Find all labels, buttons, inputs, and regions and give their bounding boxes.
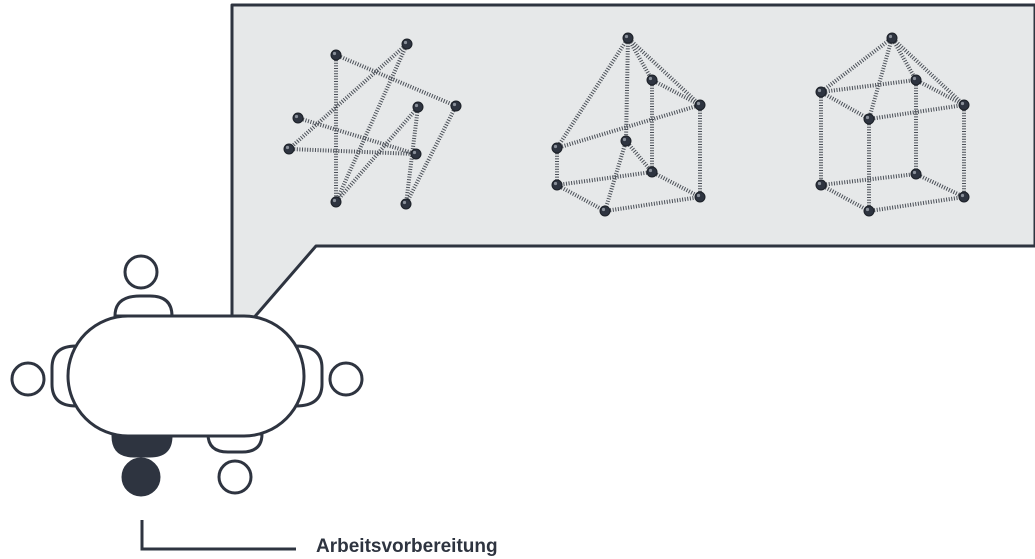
wireframe-node-highlight — [648, 76, 653, 81]
wireframe-node-highlight — [696, 193, 701, 198]
meeting-table-group — [10, 254, 364, 551]
wireframe-edge — [651, 170, 701, 199]
wireframe-edge — [868, 103, 965, 121]
seat-top-chair — [113, 294, 174, 318]
wireframe-node — [410, 148, 422, 160]
seat-highlighted-person-head — [121, 457, 161, 497]
wireframe-node — [401, 38, 413, 50]
wireframe-edge — [335, 53, 457, 108]
wireframe-edge — [868, 195, 965, 213]
wireframe-node-highlight — [294, 114, 299, 119]
wireframe-node-highlight — [696, 101, 701, 106]
caption-leader-line — [140, 520, 296, 551]
wireframe-partial-house — [551, 32, 706, 217]
wireframe-edge — [915, 78, 965, 107]
wireframe-edge — [915, 172, 965, 199]
wireframe-edge — [626, 36, 702, 107]
wireframe-node — [910, 168, 922, 180]
wireframe-node — [863, 205, 875, 217]
wireframe-edge — [820, 172, 917, 187]
seat-right-person-head — [328, 361, 364, 397]
wireframe-node-highlight — [553, 181, 558, 186]
wireframe-edge — [651, 78, 701, 107]
wireframe-node — [330, 196, 342, 208]
wireframe-node — [551, 179, 563, 191]
seat-left-person-head — [10, 361, 46, 397]
wireframe-node — [886, 32, 898, 44]
wireframe-node — [958, 191, 970, 203]
wireframe-edge — [820, 78, 917, 94]
wireframe-edge — [288, 147, 417, 156]
wireframe-node-highlight — [888, 34, 893, 39]
wireframe-node-highlight — [960, 101, 965, 106]
wireframe-node — [330, 49, 342, 61]
wireframe-node-highlight — [960, 193, 965, 198]
seat-bottom-right-chair — [206, 432, 264, 454]
wireframe-edge — [404, 106, 420, 205]
wireframe-edge — [890, 36, 966, 107]
wireframe-models — [283, 32, 970, 217]
wireframe-node-highlight — [285, 145, 290, 150]
wireframe-node-highlight — [402, 200, 407, 205]
wireframe-edge — [626, 37, 654, 81]
wireframe-edge — [604, 195, 701, 213]
wireframe-node — [646, 166, 658, 178]
wireframe-node-highlight — [553, 144, 558, 149]
wireframe-edge — [819, 36, 894, 94]
wireframe-node-highlight — [452, 102, 457, 107]
wireframe-node — [910, 74, 922, 86]
wireframe-edge — [287, 42, 409, 151]
wireframe-node-highlight — [817, 88, 822, 93]
wireframe-node — [551, 142, 563, 154]
seat-highlighted-chair — [111, 434, 173, 458]
wireframe-node — [599, 205, 611, 217]
wireframe-node-highlight — [332, 198, 337, 203]
wireframe-node-highlight — [817, 181, 822, 186]
wireframe-node — [646, 74, 658, 86]
wireframe-edge — [556, 170, 653, 187]
wireframe-edge — [334, 43, 409, 203]
wireframe-house — [815, 32, 970, 217]
wireframe-node — [450, 100, 462, 112]
wireframe-node-highlight — [412, 150, 417, 155]
wireframe-node-highlight — [601, 207, 606, 212]
wireframe-node-highlight — [414, 103, 419, 108]
wireframe-edge — [867, 37, 894, 120]
wireframe-edge — [404, 105, 458, 205]
wireframe-node-highlight — [865, 115, 870, 120]
wireframe-node-highlight — [648, 168, 653, 173]
seat-top-person-head — [123, 254, 159, 290]
wireframe-node — [292, 112, 304, 124]
wireframe-node-highlight — [403, 40, 408, 45]
wireframe-node — [283, 143, 295, 155]
wireframe-node-highlight — [332, 51, 337, 56]
wireframe-node — [958, 99, 970, 111]
wireframe-node-highlight — [912, 76, 917, 81]
wireframe-node — [412, 101, 424, 113]
wireframe-node — [815, 86, 827, 98]
wireframe-node — [620, 135, 632, 147]
wireframe-node-highlight — [624, 34, 629, 39]
wireframe-node — [815, 179, 827, 191]
wireframe-node — [863, 113, 875, 125]
caption-label: Arbeitsvorbereitung — [316, 536, 498, 557]
wireframe-node — [400, 198, 412, 210]
wireframe-edge — [890, 37, 918, 81]
table — [66, 314, 306, 438]
seat-bottom-right-person-head — [217, 459, 253, 495]
wireframe-edge — [334, 105, 420, 204]
wireframe-edge — [555, 36, 630, 150]
wireframe-scrambled — [283, 38, 462, 210]
wireframe-edge — [624, 37, 630, 142]
wireframe-node — [694, 99, 706, 111]
wireframe-node — [694, 191, 706, 203]
wireframe-node-highlight — [912, 170, 917, 175]
wireframe-node — [622, 32, 634, 44]
wireframe-node-highlight — [622, 137, 627, 142]
wireframe-node-highlight — [865, 207, 870, 212]
